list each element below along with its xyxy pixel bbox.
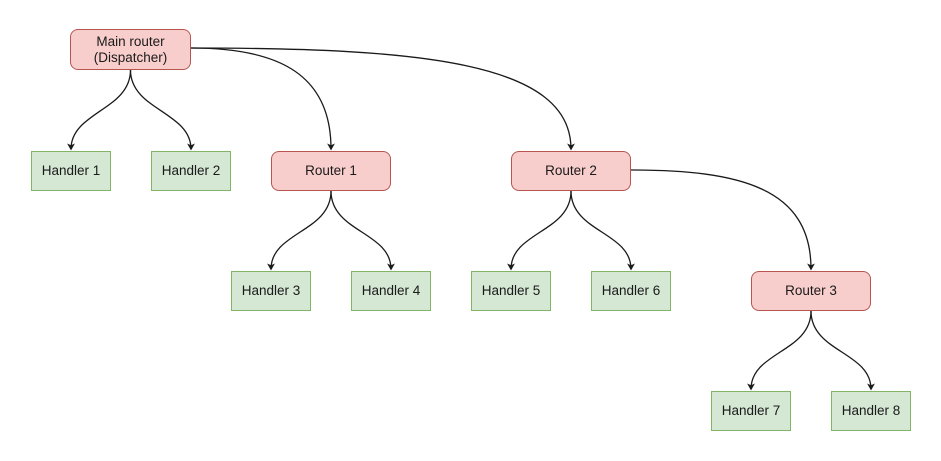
edge-router3-to-handler-7: [747, 310, 812, 391]
node-handler-8[interactable]: Handler 8: [831, 391, 911, 431]
node-main-router[interactable]: Main router (Dispatcher): [70, 29, 191, 70]
edge-main-to-handler-2: [129, 69, 195, 151]
edge-router2-to-handler-6: [570, 190, 635, 271]
node-handler-3[interactable]: Handler 3: [231, 271, 311, 311]
edge-main-to-router-2: [190, 47, 575, 151]
node-router-2[interactable]: Router 2: [511, 151, 631, 191]
edge-router2-to-handler-5: [507, 190, 572, 271]
node-handler-4[interactable]: Handler 4: [351, 271, 431, 311]
edge-main-to-handler-1: [67, 69, 132, 151]
node-handler-7[interactable]: Handler 7: [711, 391, 791, 431]
edge-router3-to-handler-8: [810, 310, 875, 391]
node-handler-6[interactable]: Handler 6: [591, 271, 671, 311]
edge-router1-to-handler-3: [267, 190, 332, 271]
node-handler-5[interactable]: Handler 5: [471, 271, 551, 311]
node-router-3[interactable]: Router 3: [751, 271, 871, 311]
edge-group: [67, 47, 875, 391]
edge-router2-to-router-3: [630, 169, 815, 271]
node-router-1[interactable]: Router 1: [271, 151, 391, 191]
edge-router1-to-handler-4: [330, 190, 395, 271]
edge-main-to-router-1: [190, 47, 335, 151]
node-handler-1[interactable]: Handler 1: [31, 151, 111, 191]
node-handler-2[interactable]: Handler 2: [151, 151, 231, 191]
